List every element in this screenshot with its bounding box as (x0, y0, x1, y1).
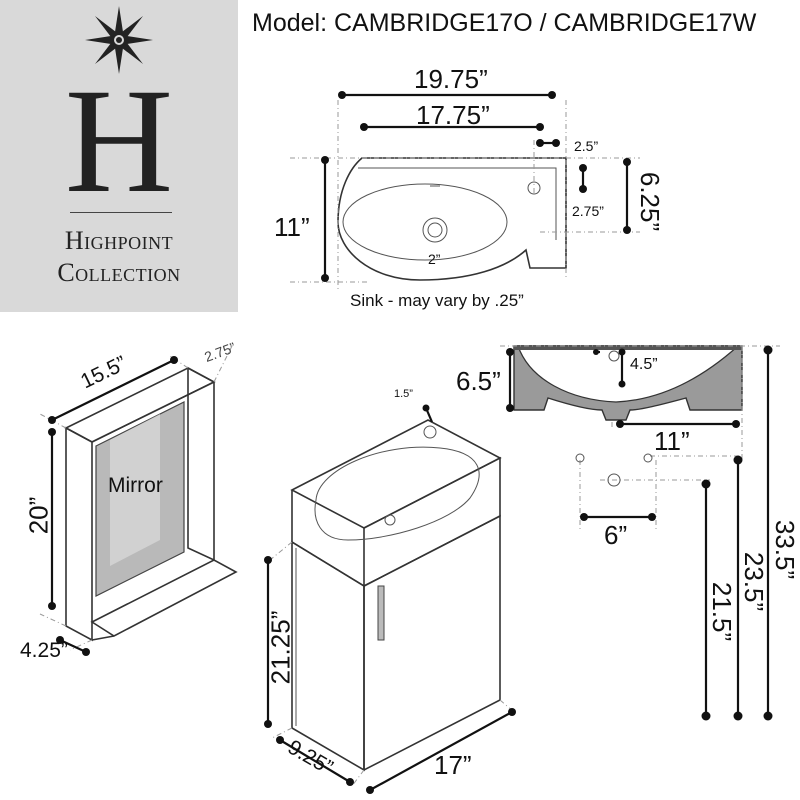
brand-letter: H (64, 58, 174, 224)
faucet-edge-label: 2.75” (572, 203, 604, 219)
sink-depth-right-label: 6.25” (635, 171, 666, 232)
mirror-cabinet (39, 345, 238, 656)
brand-name-line2: Collection (57, 258, 181, 287)
height-2-label: 23.5” (739, 551, 770, 612)
mirror-shelf-label: 4.25” (20, 639, 68, 662)
sink-width-outer-label: 19.75” (414, 64, 488, 94)
star-emblem-icon (85, 6, 153, 74)
inner-depth-label: 4.5” (630, 356, 658, 373)
basin-depth-label: 6.5” (456, 366, 501, 396)
brand-logo-panel: H Highpoint Collection (0, 0, 238, 312)
mirror-height-label: 20” (23, 496, 54, 535)
sink-depth-left-label: 11” (274, 212, 310, 242)
cabinet-height-label: 21.25” (265, 610, 296, 685)
height-3-label: 33.5” (770, 519, 800, 580)
door-handle (377, 585, 385, 641)
sink-width-inner-label: 17.75” (416, 100, 490, 130)
sink-side-section (500, 345, 780, 721)
drain-spacing-label: 6” (604, 520, 628, 550)
vanity-cabinet (264, 404, 516, 794)
cabinet-width-label: 17” (434, 750, 472, 780)
faucet-offset-label: 2.5” (574, 138, 599, 154)
model-title: Model: CAMBRIDGE17O / CAMBRIDGE17W (252, 9, 757, 37)
bottom-width-label: 11” (654, 426, 690, 456)
brand-divider (70, 212, 172, 213)
sink-plan-view (290, 91, 640, 290)
sink-caption: Sink - may vary by .25” (350, 291, 524, 310)
faucet-hole-label: 1.5” (394, 388, 413, 400)
height-1-label: 21.5” (707, 581, 738, 642)
brand-name-line1: Highpoint (64, 226, 174, 255)
mirror-label: Mirror (108, 474, 163, 497)
drain-size-label: 2” (428, 251, 441, 267)
